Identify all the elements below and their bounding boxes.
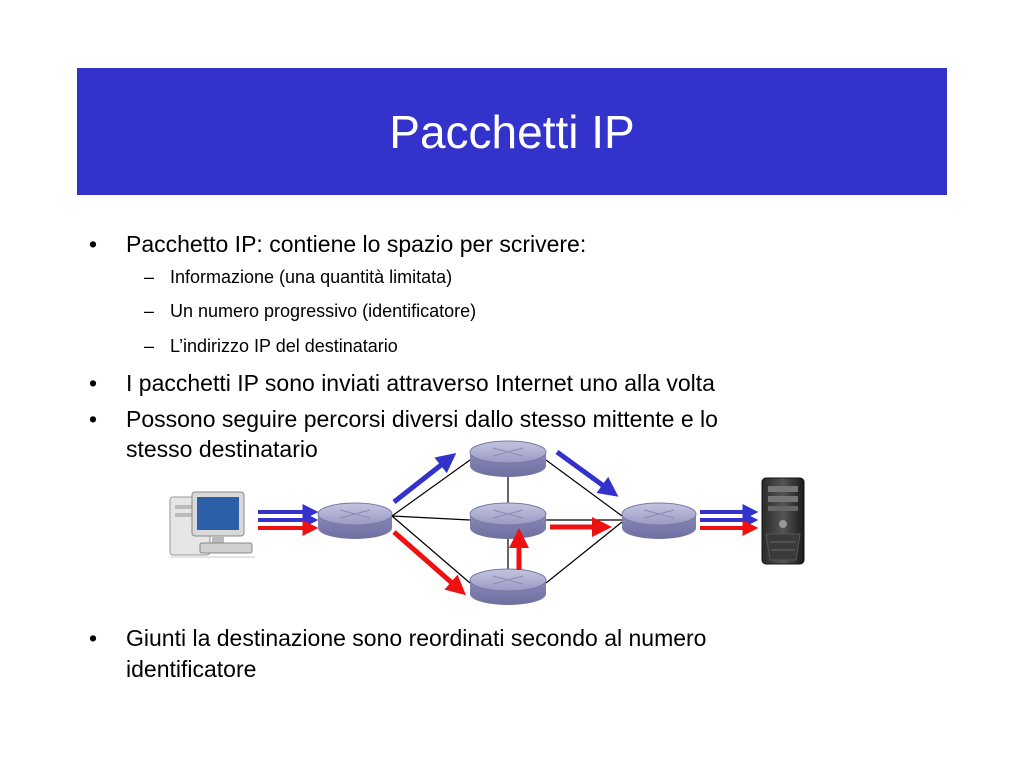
router-icon	[621, 502, 697, 539]
bullet-text: Pacchetto IP: contiene lo spazio per scr…	[126, 231, 587, 257]
router-icon	[469, 502, 547, 539]
bullet-text: stesso destinatario	[126, 436, 318, 462]
bullet-marker: •	[89, 370, 98, 396]
sub-bullet-text: Un numero progressivo (identificatore)	[170, 301, 477, 321]
router-icon	[469, 568, 547, 605]
slide-title: Pacchetti IP	[389, 105, 635, 158]
dash-marker: –	[144, 336, 155, 356]
bullet-marker: •	[89, 625, 98, 651]
bullet-continuation: stesso destinatario	[126, 435, 318, 464]
desktop-computer-icon	[169, 491, 255, 558]
destination-arrows	[700, 504, 759, 536]
bullet-item: • Possono seguire percorsi diversi dallo…	[89, 405, 718, 434]
router-icon	[469, 440, 547, 477]
bullet-continuation: identificatore	[126, 655, 256, 684]
source-arrows	[258, 504, 319, 536]
bullet-text: Giunti la destinazione sono reordinati s…	[126, 625, 707, 651]
bullet-item: • Pacchetto IP: contiene lo spazio per s…	[89, 230, 587, 259]
bullet-marker: •	[89, 406, 98, 432]
sub-bullet-item: – Informazione (una quantità limitata)	[144, 266, 453, 288]
sub-bullet-item: – Un numero progressivo (identificatore)	[144, 300, 477, 322]
bullet-text: identificatore	[126, 656, 257, 682]
sub-bullet-text: Informazione (una quantità limitata)	[170, 267, 453, 287]
router-icon	[317, 502, 393, 539]
sub-bullet-text: L’indirizzo IP del destinatario	[170, 336, 398, 356]
dash-marker: –	[144, 301, 155, 321]
bullet-marker: •	[89, 231, 98, 257]
dash-marker: –	[144, 267, 155, 287]
server-tower-icon	[761, 477, 805, 565]
bullet-item: • Giunti la destinazione sono reordinati…	[89, 624, 707, 653]
bullet-item: • I pacchetti IP sono inviati attraverso…	[89, 369, 715, 398]
bullet-text: I pacchetti IP sono inviati attraverso I…	[126, 370, 715, 396]
bullet-text: Possono seguire percorsi diversi dallo s…	[126, 406, 718, 432]
packet-path-arrows	[392, 449, 619, 596]
sub-bullet-item: – L’indirizzo IP del destinatario	[144, 335, 398, 357]
title-bar: Pacchetti IP	[77, 68, 947, 195]
